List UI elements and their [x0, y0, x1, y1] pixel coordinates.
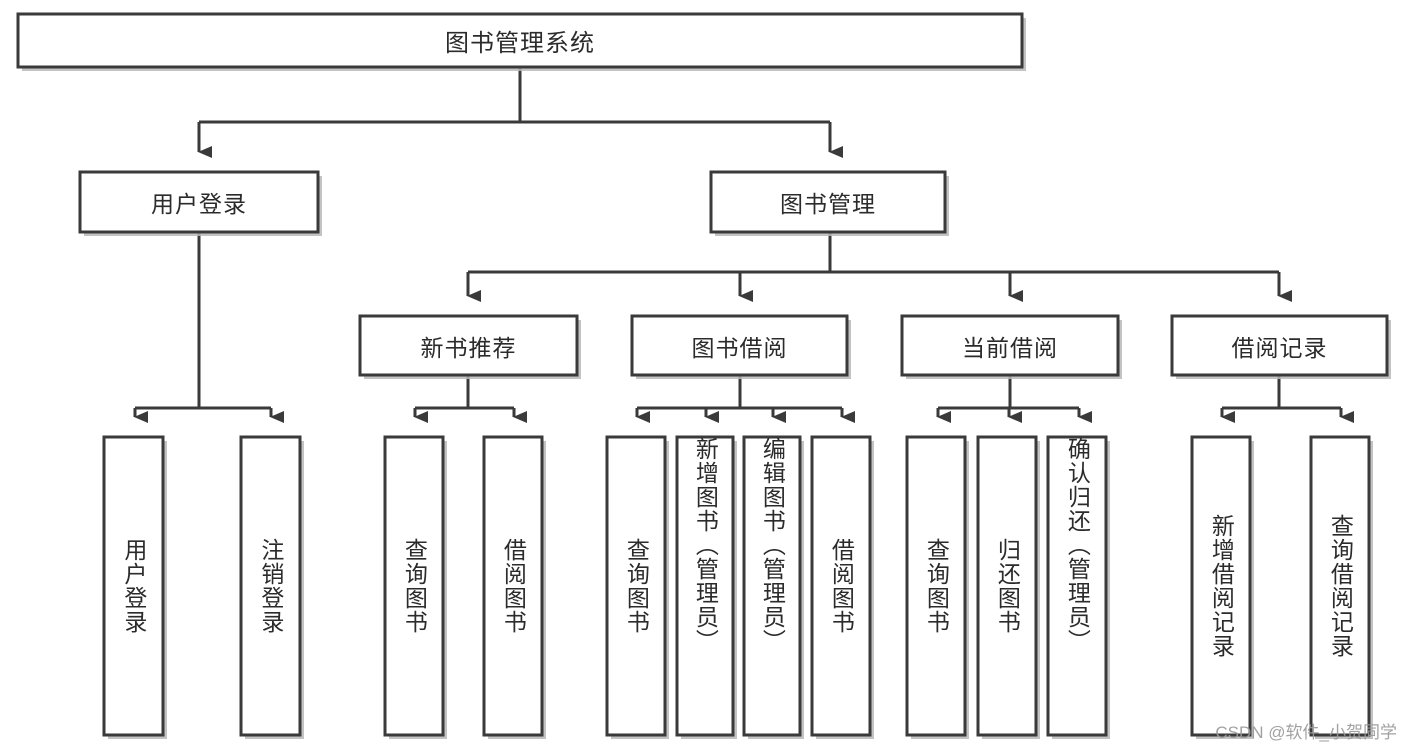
node-book-borrow[interactable]: [630, 314, 849, 377]
node-leaf-borrow-book-2[interactable]: [810, 435, 872, 737]
node-leaf-edit-book[interactable]: [742, 435, 802, 737]
node-leaf-add-record[interactable]: [1190, 435, 1252, 737]
node-leaf-user-login[interactable]: [102, 435, 165, 737]
node-user-login[interactable]: [78, 170, 320, 234]
node-leaf-query-record[interactable]: [1309, 435, 1371, 737]
box-group: [16, 12, 1389, 737]
watermark-text: CSDN @软件_小贺同学: [1215, 723, 1397, 742]
node-book-manage[interactable]: [709, 170, 947, 234]
node-leaf-query-book-1[interactable]: [383, 435, 445, 737]
connector-group: [133, 67, 1354, 423]
node-leaf-borrow-book-1[interactable]: [482, 435, 544, 737]
node-leaf-return-book[interactable]: [976, 435, 1038, 737]
node-current-borrow[interactable]: [900, 314, 1120, 377]
node-leaf-query-book-3[interactable]: [905, 435, 967, 737]
node-new-book-recommend[interactable]: [358, 314, 579, 377]
node-root[interactable]: [16, 12, 1024, 69]
node-leaf-confirm-return[interactable]: [1046, 435, 1108, 737]
node-leaf-user-logout[interactable]: [239, 435, 302, 737]
node-leaf-query-book-2[interactable]: [605, 435, 667, 737]
node-leaf-add-book[interactable]: [675, 435, 735, 737]
node-borrow-record[interactable]: [1170, 314, 1389, 377]
